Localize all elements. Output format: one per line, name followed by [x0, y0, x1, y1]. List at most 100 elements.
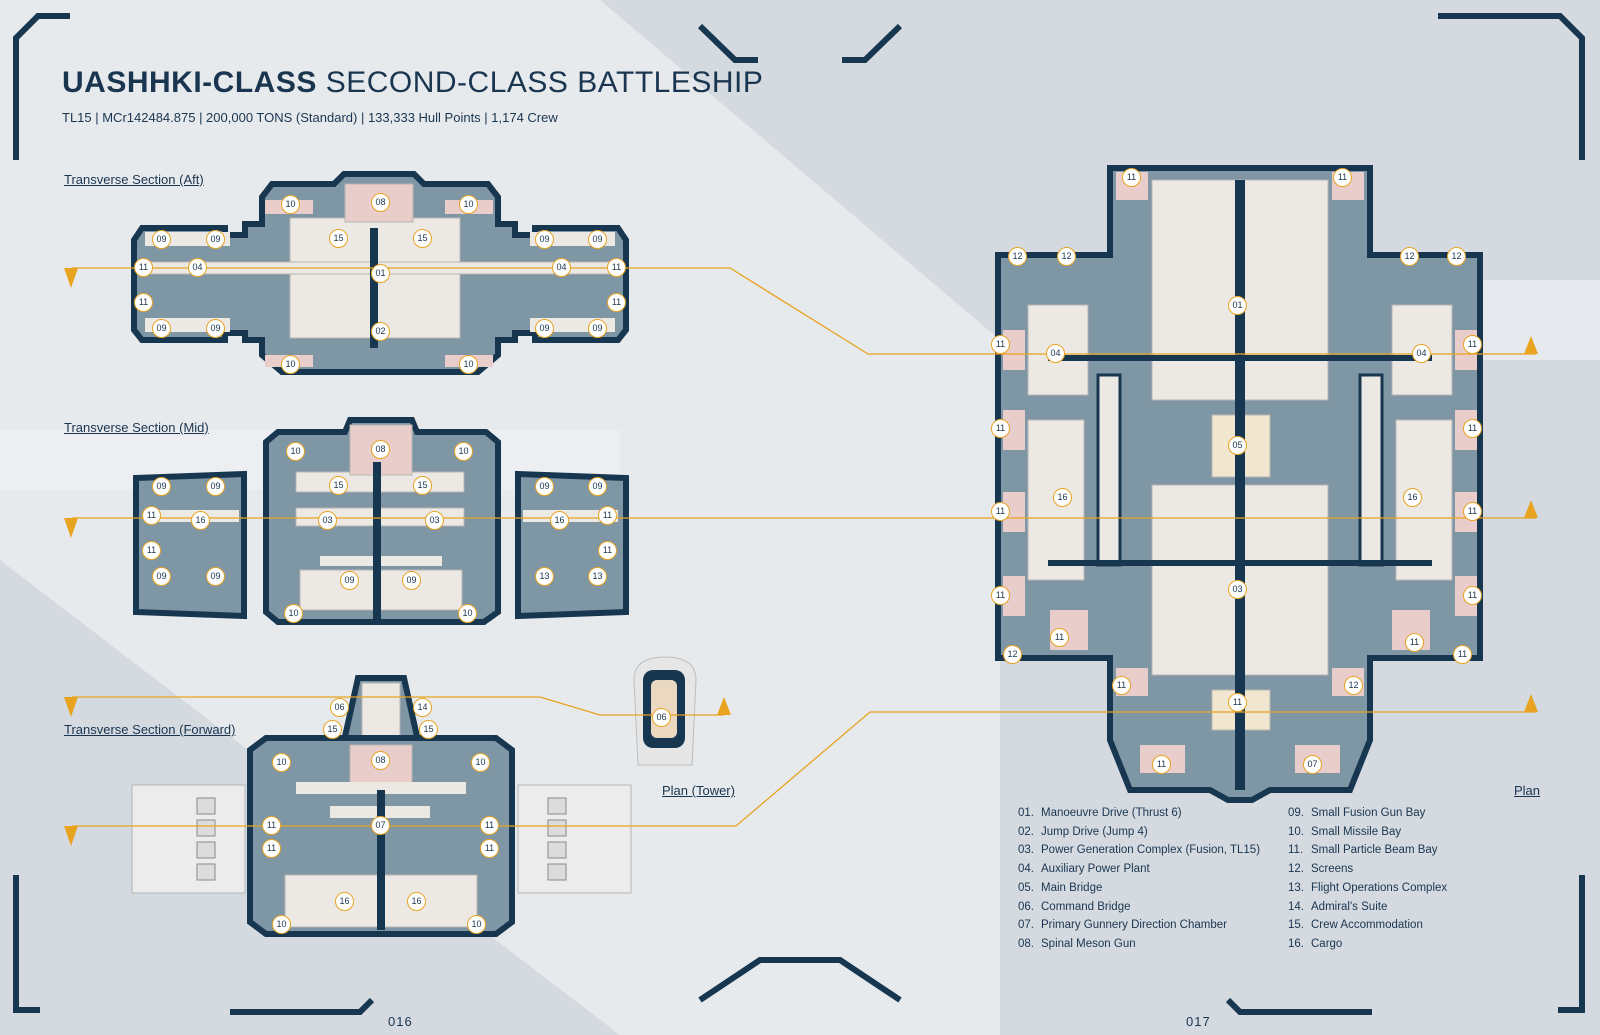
room-marker-forward: 10 [272, 753, 291, 772]
room-marker-aft: 15 [329, 229, 348, 248]
legend-label: Admiral's Suite [1311, 900, 1388, 913]
room-marker-plan: 11 [1112, 676, 1131, 695]
legend-number: 08. [1018, 937, 1034, 950]
room-marker-aft: 04 [552, 258, 571, 277]
room-marker-mid: 09 [340, 571, 359, 590]
room-marker-forward: 06 [330, 698, 349, 717]
room-marker-forward: 16 [335, 892, 354, 911]
legend-number: 03. [1018, 844, 1034, 857]
legend-label: Screens [1311, 863, 1354, 876]
room-marker-mid: 09 [206, 477, 225, 496]
legend-item: 06. Command Bridge [1018, 898, 1260, 917]
room-marker-plan: 03 [1228, 580, 1247, 599]
room-marker-mid: 10 [458, 604, 477, 623]
room-marker-aft: 09 [535, 319, 554, 338]
room-marker-plan: 11 [1228, 693, 1247, 712]
room-marker-plan: 11 [1122, 168, 1141, 187]
legend-item: 10.Small Missile Bay [1288, 823, 1447, 842]
legend-item: 05.Main Bridge [1018, 879, 1260, 898]
room-marker-plan: 12 [1344, 676, 1363, 695]
room-marker-forward: 15 [323, 720, 342, 739]
room-marker-mid: 11 [598, 541, 617, 560]
room-marker-mid: 03 [318, 511, 337, 530]
legend-item: 03.Power Generation Complex (Fusion, TL1… [1018, 841, 1260, 860]
room-marker-forward: 11 [262, 839, 281, 858]
room-marker-forward: 16 [407, 892, 426, 911]
room-marker-forward: 11 [262, 816, 281, 835]
legend-item: 04.Auxiliary Power Plant [1018, 860, 1260, 879]
section-label-forward: Transverse Section (Forward) [64, 722, 236, 737]
room-marker-plan: 11 [1463, 335, 1482, 354]
room-marker-mid: 11 [142, 506, 161, 525]
room-marker-aft: 09 [588, 230, 607, 249]
title-class-name: UASHHKI-CLASS [62, 66, 317, 99]
room-marker-plan: 16 [1403, 488, 1422, 507]
room-marker-mid: 09 [152, 477, 171, 496]
legend-label: Auxiliary Power Plant [1041, 863, 1150, 876]
room-marker-aft: 04 [188, 258, 207, 277]
transverse-section-forward [131, 675, 632, 937]
legend-item: 15.Crew Accommodation [1288, 916, 1447, 935]
legend-number: 13. [1288, 881, 1304, 894]
legend-label: Primary Gunnery Direction Chamber [1041, 919, 1227, 932]
room-marker-plan: 11 [1463, 419, 1482, 438]
room-marker-plan: 12 [1008, 247, 1027, 266]
legend-number: 11. [1288, 844, 1304, 857]
room-marker-aft: 10 [281, 195, 300, 214]
legend-item: 02.Jump Drive (Jump 4) [1018, 823, 1260, 842]
room-marker-forward: 11 [480, 839, 499, 858]
legend-number: 05. [1018, 881, 1034, 894]
room-marker-mid: 13 [535, 567, 554, 586]
room-marker-mid: 10 [286, 442, 305, 461]
room-marker-plan: 11 [1463, 502, 1482, 521]
room-marker-mid: 09 [152, 567, 171, 586]
room-marker-forward: 14 [413, 698, 432, 717]
room-marker-forward: 10 [272, 915, 291, 934]
room-marker-aft: 10 [281, 355, 300, 374]
room-marker-plan: 05 [1228, 436, 1247, 455]
section-label-mid: Transverse Section (Mid) [64, 420, 209, 435]
legend-label: Command Bridge [1041, 900, 1131, 913]
room-marker-forward: 10 [467, 915, 486, 934]
room-marker-mid: 09 [206, 567, 225, 586]
legend-label: Flight Operations Complex [1311, 881, 1448, 894]
room-marker-mid: 10 [454, 442, 473, 461]
room-marker-aft: 09 [152, 230, 171, 249]
room-marker-forward: 15 [419, 720, 438, 739]
room-marker-aft: 10 [459, 195, 478, 214]
room-marker-plan: 11 [991, 502, 1010, 521]
legend-item: 14. Admiral's Suite [1288, 898, 1447, 917]
legend-number: 14. [1288, 900, 1304, 913]
section-arrow-markers [64, 268, 1538, 846]
legend-item: 09. Small Fusion Gun Bay [1288, 804, 1447, 823]
room-marker-mid: 11 [598, 506, 617, 525]
room-marker-mid: 03 [425, 511, 444, 530]
legend-label: Spinal Meson Gun [1041, 937, 1136, 950]
room-marker-plan: 11 [991, 419, 1010, 438]
room-marker-aft: 11 [134, 258, 153, 277]
page-frame [13, 13, 1585, 1015]
room-marker-plan: 11 [1405, 633, 1424, 652]
legend-number: 12. [1288, 863, 1304, 876]
room-marker-mid: 13 [588, 567, 607, 586]
room-marker-plan: 11 [1453, 645, 1472, 664]
ship-plan [995, 165, 1483, 803]
room-marker-plan: 11 [991, 586, 1010, 605]
legend-column-right: 09. Small Fusion Gun Bay 10.Small Missile … [1288, 804, 1447, 954]
room-marker-plan: 11 [1333, 168, 1352, 187]
legend-number: 02. [1018, 825, 1034, 838]
room-marker-plan: 11 [991, 335, 1010, 354]
legend-item: 16.Cargo [1288, 935, 1447, 954]
background-band [1460, 280, 1600, 360]
legend-number: 09. [1288, 807, 1304, 819]
page-number-right: 017 [1186, 1014, 1211, 1029]
room-marker-mid: 16 [191, 511, 210, 530]
room-marker-aft: 15 [413, 229, 432, 248]
legend-label: Manoeuvre Drive (Thrust 6) [1041, 807, 1182, 819]
legend-number: 15. [1288, 919, 1304, 932]
title-ship-type: SECOND-CLASS BATTLESHIP [325, 66, 764, 99]
room-marker-mid: 08 [371, 440, 390, 459]
legend-label: Small Fusion Gun Bay [1311, 807, 1426, 819]
legend-number: 06. [1018, 900, 1034, 913]
room-marker-aft: 11 [134, 293, 153, 312]
